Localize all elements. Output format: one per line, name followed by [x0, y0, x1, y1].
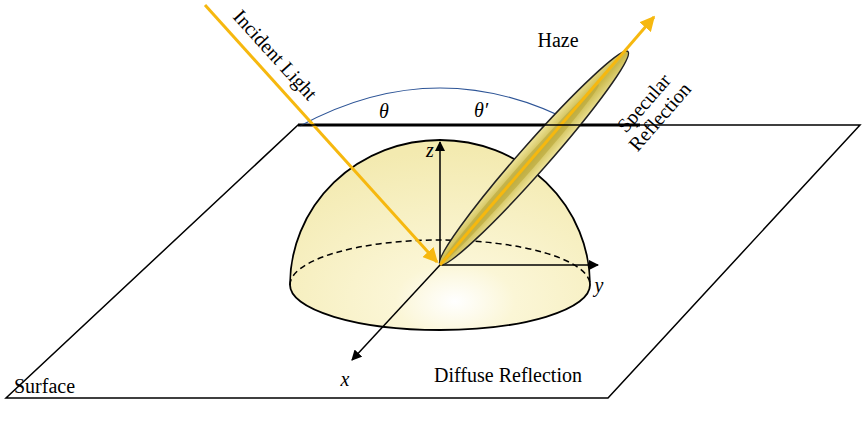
ray-label: Specular Reflection	[605, 60, 700, 160]
lobe-label: Haze	[537, 30, 578, 51]
angle-symbol: θ′	[474, 100, 488, 121]
angle-symbol: θ	[379, 101, 389, 122]
diffuse-hemisphere	[290, 140, 590, 330]
x-axis	[352, 265, 440, 360]
z-axis	[439, 142, 441, 265]
specular-ray	[440, 17, 654, 265]
axis-label: y	[595, 275, 604, 296]
incident-ray	[205, 5, 437, 262]
angle-arc	[300, 88, 580, 126]
axis-label: z	[426, 140, 434, 161]
surface-outline	[6, 125, 860, 398]
ray-label: Incident Light	[229, 6, 321, 104]
node-label: Surface	[14, 376, 75, 397]
axis-label: x	[341, 369, 350, 390]
surface-outline	[0, 120, 865, 421]
y-axis	[440, 264, 598, 266]
region-label: Diffuse Reflection	[434, 365, 582, 386]
surface-plane: Surface	[0, 120, 865, 421]
